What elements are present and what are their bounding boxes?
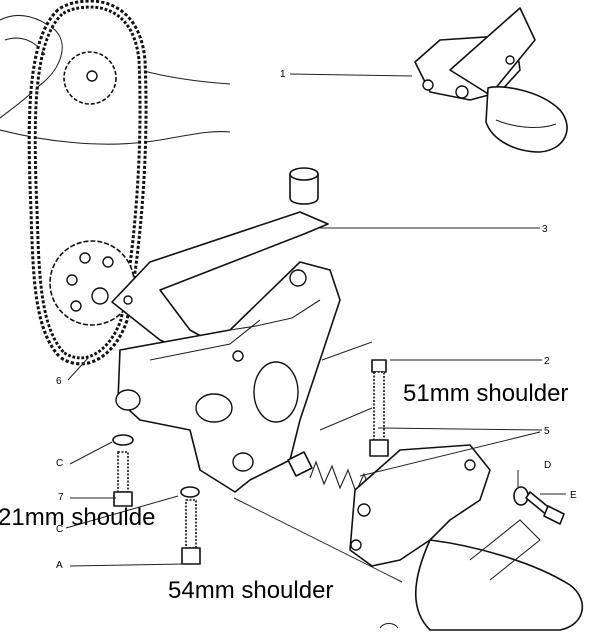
- pump-assembly-thumbnail: [414, 7, 568, 153]
- callout-d: D: [544, 460, 551, 471]
- oil-strainer-pickup: [349, 444, 584, 631]
- annotation-54mm: 54mm shoulder: [168, 577, 333, 604]
- callout-7: 7: [58, 492, 64, 503]
- washer-d-bolt-e: [513, 486, 565, 525]
- callout-c-low: C: [56, 524, 63, 535]
- timing-chain: [27, 0, 148, 366]
- leader-lines: [65, 73, 566, 583]
- relief-valve-spring: [287, 451, 373, 497]
- bolt-seven: [112, 434, 134, 507]
- dowel-sleeve: [289, 167, 319, 205]
- annotation-51mm: 51mm shoulder: [403, 380, 568, 407]
- bolt-a: [180, 486, 201, 565]
- cam-sprocket: [63, 51, 117, 105]
- callout-c-top: C: [56, 458, 63, 469]
- callout-6: 6: [56, 376, 62, 387]
- long-bolt: [369, 359, 389, 457]
- callout-3: 3: [542, 224, 548, 235]
- callout-e: E: [570, 490, 577, 501]
- annotation-21mm: 21mm shoulde: [0, 504, 155, 531]
- callout-a: A: [56, 560, 63, 571]
- callout-2: 2: [544, 356, 550, 367]
- crank-sprocket: [49, 240, 135, 326]
- callout-5: 5: [544, 426, 550, 437]
- callout-1: 1: [280, 69, 286, 80]
- oil-pump-body: [115, 261, 341, 493]
